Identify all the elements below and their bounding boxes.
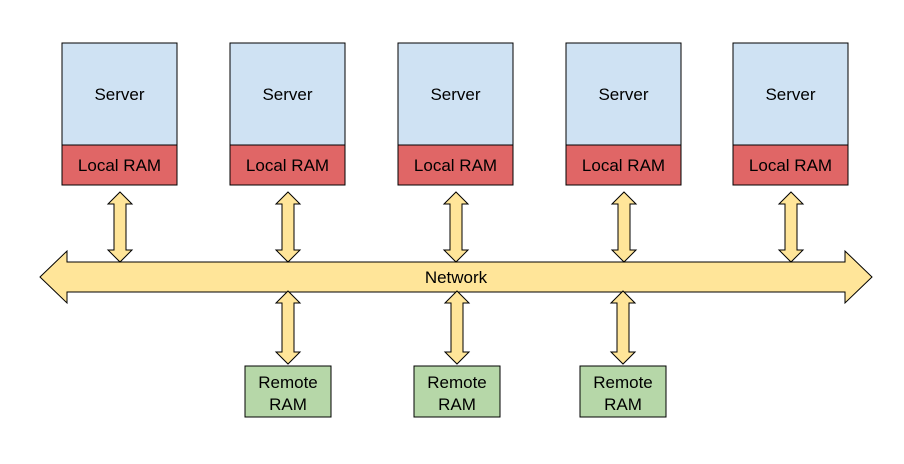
remote-ram-box (413, 365, 501, 418)
remote-ram-link-arrow (274, 290, 302, 365)
server-node: Server Local RAM (229, 42, 346, 263)
local-ram-box (61, 144, 178, 186)
local-ram-box (397, 144, 514, 186)
server-network-link-arrow (442, 191, 470, 263)
server-label: Server (598, 85, 648, 104)
local-ram-label: Local RAM (78, 156, 161, 175)
remote-ram-label-line1: Remote (427, 373, 487, 392)
remote-ram-box (244, 365, 332, 418)
remote-ram-node: Remote RAM (579, 290, 667, 418)
local-ram-label: Local RAM (749, 156, 832, 175)
local-ram-box (229, 144, 346, 186)
server-box (397, 42, 514, 146)
local-ram-label: Local RAM (582, 156, 665, 175)
remote-ram-label-line1: Remote (258, 373, 318, 392)
server-box (61, 42, 178, 146)
network-bus: Network (39, 249, 873, 305)
network-arrow (39, 249, 873, 305)
remote-ram-label-line1: Remote (593, 373, 653, 392)
local-ram-label: Local RAM (246, 156, 329, 175)
remote-ram-label-line2: RAM (269, 395, 307, 414)
remote-ram-box (579, 365, 667, 418)
server-node: Server Local RAM (565, 42, 682, 263)
local-ram-label: Local RAM (414, 156, 497, 175)
server-node: Server Local RAM (732, 42, 849, 263)
server-box (229, 42, 346, 146)
remote-ram-label-line2: RAM (604, 395, 642, 414)
server-label: Server (94, 85, 144, 104)
server-box (565, 42, 682, 146)
network-label: Network (425, 268, 488, 287)
server-label: Server (262, 85, 312, 104)
server-node: Server Local RAM (61, 42, 178, 263)
server-box (732, 42, 849, 146)
remote-ram-node: Remote RAM (413, 290, 501, 418)
remote-ram-link-arrow (609, 290, 637, 365)
remote-ram-link-arrow (443, 290, 471, 365)
local-ram-box (565, 144, 682, 186)
server-network-link-arrow (274, 191, 302, 263)
server-label: Server (765, 85, 815, 104)
server-label: Server (430, 85, 480, 104)
remote-ram-label-line2: RAM (438, 395, 476, 414)
server-network-link-arrow (777, 191, 805, 263)
local-ram-box (732, 144, 849, 186)
server-network-link-arrow (610, 191, 638, 263)
remote-ram-node: Remote RAM (244, 290, 332, 418)
server-network-link-arrow (106, 191, 134, 263)
server-node: Server Local RAM (397, 42, 514, 263)
